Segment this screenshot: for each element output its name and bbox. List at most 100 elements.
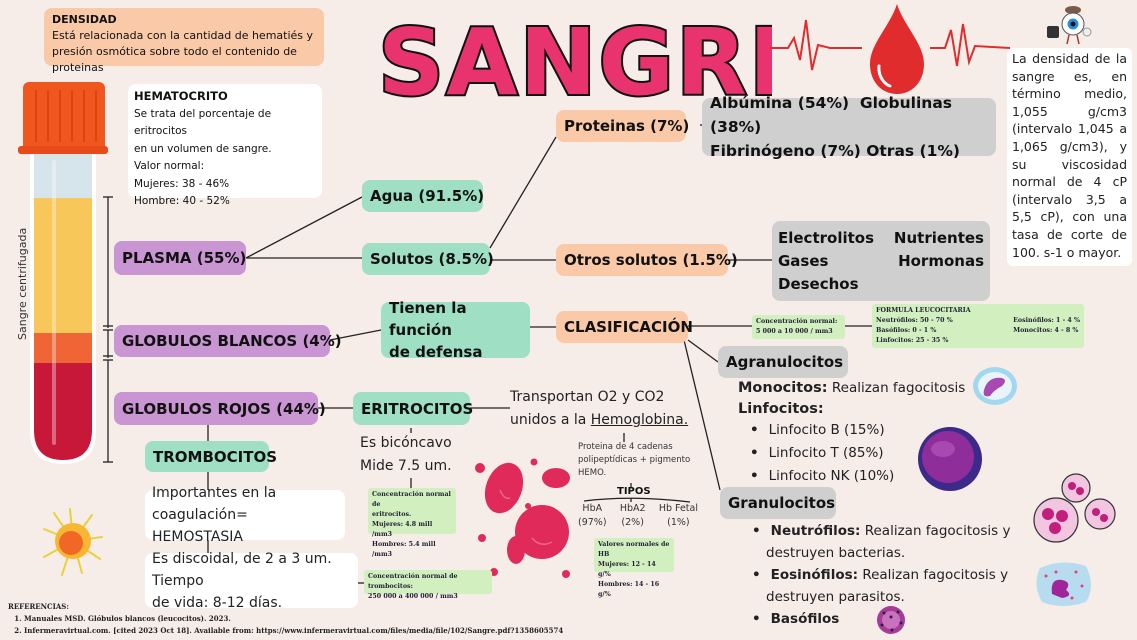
references: REFERENCIAS: Manuales MSD. Glóbulos blan… bbox=[8, 601, 563, 637]
albumin-item: Albúmina (54%) bbox=[710, 94, 850, 112]
hematocrit-line: Hombre: 40 - 52% bbox=[134, 195, 230, 207]
reference-item: Manuales MSD. Glóbulos blancos (leucocit… bbox=[24, 613, 563, 625]
node-other-solutes-label: Otros solutos (1.5%) bbox=[564, 251, 738, 269]
node-erythrocytes[interactable]: ERITROCITOS bbox=[353, 392, 473, 425]
node-solutes[interactable]: Solutos (8.5%) bbox=[362, 243, 494, 275]
lymphocyte-nk: Linfocito NK (10%) bbox=[750, 465, 978, 488]
hemostasis-text: HEMOSTASIA bbox=[152, 529, 243, 545]
hematocrit-line: en un volumen de sangre. bbox=[134, 142, 272, 155]
centrifuged-blood-tube-icon bbox=[18, 82, 108, 464]
lymphocyte-illustration-icon bbox=[918, 427, 982, 491]
leuko-conc-line-1: Concentración normal: bbox=[756, 318, 838, 325]
node-red-blood-cells[interactable]: GLOBULOS ROJOS (44%) bbox=[114, 392, 326, 425]
ery-conc-women: Mujeres: 4.8 mill /mm3 bbox=[372, 521, 433, 538]
proteins-detail-card: Albúmina (54%) Globulinas (38%) Fibrinóg… bbox=[702, 94, 996, 160]
node-defense-function[interactable]: Tienen la función de defensa bbox=[381, 299, 530, 361]
hb-values-heading: Valores normales de HB bbox=[598, 541, 670, 558]
coagulation-text: Importantes en la coagulación= bbox=[152, 485, 277, 523]
leuko-conc-line-2: 5 000 a 10 000 / mm3 bbox=[756, 328, 833, 335]
neutrophils-text-2: destruyen bacterias. bbox=[766, 545, 906, 561]
ery-conc-line: Concentración normal de bbox=[372, 491, 451, 508]
erythrocyte-shape-text: Es bicóncavo Mide 7.5 um. bbox=[360, 432, 452, 478]
monocytes-label: Monocitos: bbox=[738, 380, 828, 396]
transport-line-1: Transportan O2 y CO2 bbox=[510, 389, 665, 405]
node-thrombocytes-label: TROMBOCITOS bbox=[153, 447, 278, 466]
title-text: SANGRE bbox=[378, 9, 772, 114]
node-classification-label: CLASIFICACIÓN bbox=[564, 318, 693, 336]
node-proteins[interactable]: Proteinas (7%) bbox=[556, 110, 689, 142]
references-heading: REFERENCIAS: bbox=[8, 602, 69, 611]
formula-basophils: Basófilos: 0 - 1 % bbox=[876, 327, 937, 334]
protein-line-3: HEMO. bbox=[578, 468, 607, 478]
solute-hormones: Hormonas bbox=[898, 251, 984, 270]
fibrinogen-item: Fibrinógeno (7%) bbox=[710, 142, 861, 160]
formula-heading: FORMULA LEUCOCITARIA bbox=[876, 307, 971, 314]
formula-eosinophils: Eosinófilos: 1 - 4 % bbox=[1013, 317, 1080, 324]
protein-line-2: polipeptídicas + pigmento bbox=[578, 455, 691, 465]
solute-electrolytes: Electrolitos bbox=[778, 228, 875, 247]
lymphocytes-label: Linfocitos: bbox=[738, 401, 824, 417]
heartbeat-blood-drop-icon bbox=[770, 4, 1010, 94]
node-thrombocytes[interactable]: TROMBOCITOS bbox=[145, 441, 277, 472]
node-agranulocytes[interactable]: Agranulocitos bbox=[718, 346, 848, 378]
hb-type-name: HbA2 bbox=[619, 503, 646, 514]
biconcave-text: Es bicóncavo bbox=[360, 435, 452, 451]
hematocrit-heading: HEMATOCRITO bbox=[134, 89, 228, 103]
reference-item[interactable]: Infermeravirtual.com. [cited 2023 Oct 18… bbox=[24, 625, 563, 637]
erythrocyte-concentration-note: Concentración normal de eritrocitos. Muj… bbox=[368, 488, 456, 558]
hb-type-pct: (1%) bbox=[667, 517, 690, 528]
node-classification[interactable]: CLASIFICACIÓN bbox=[556, 311, 693, 343]
node-water[interactable]: Agua (91.5%) bbox=[362, 180, 484, 212]
granulocytes-list: Neutrófilos: Realizan fagocitosis y destr… bbox=[752, 520, 1012, 630]
density-card: DENSIDAD Está relacionada con la cantida… bbox=[44, 8, 324, 74]
hb-type-name: HbA bbox=[582, 503, 603, 514]
formula-monocytes: Monocitos: 4 - 8 % bbox=[1013, 327, 1079, 334]
node-other-solutes[interactable]: Otros solutos (1.5%) bbox=[556, 244, 738, 276]
thrombocyte-function-card: Importantes en la coagulación= HEMOSTASI… bbox=[145, 485, 345, 545]
eosinophils-text-2: destruyen parasitos. bbox=[766, 589, 905, 605]
defense-line-1: Tienen la función bbox=[389, 299, 467, 339]
red-blood-cells-illustration-icon bbox=[475, 458, 570, 578]
node-granulocytes-label: Granulocitos bbox=[728, 494, 836, 512]
node-plasma[interactable]: PLASMA (55%) bbox=[114, 241, 246, 275]
globulin-item: Globulinas (38%) bbox=[710, 94, 953, 136]
other-solutes-card: Electrolitos Nutrientes Gases Hormonas D… bbox=[772, 221, 990, 301]
hb-type-name: Hb Fetal bbox=[658, 503, 698, 514]
eosinophils-text: Realizan fagocitosis y bbox=[858, 567, 1009, 583]
discoidal-text: Es discoidal, de 2 a 3 um. Tiempo bbox=[152, 550, 332, 589]
neutrophils-text: Realizan fagocitosis y bbox=[860, 523, 1011, 539]
basophils-item: Basófilos bbox=[752, 608, 1012, 630]
node-granulocytes[interactable]: Granulocitos bbox=[720, 487, 836, 519]
erythrocyte-transport-text: Transportan O2 y CO2 unidos a la Hemoglo… bbox=[510, 386, 688, 432]
density-text: Está relacionada con la cantidad de hema… bbox=[52, 29, 314, 74]
node-white-blood-cells-label: GLOBULOS BLANCOS (4%) bbox=[122, 332, 342, 350]
thrombo-conc-line-1: Concentración normal de trombocitos: bbox=[368, 573, 458, 590]
ery-conc-men: Hombres: 5.4 mill /mm3 bbox=[372, 541, 436, 558]
agranulocytes-list: Monocitos: Realizan fagocitosis Linfocit… bbox=[738, 378, 978, 488]
solute-gases: Gases bbox=[778, 251, 829, 270]
density-heading: DENSIDAD bbox=[52, 13, 117, 26]
monocytes-text: Realizan fagocitosis bbox=[827, 380, 966, 396]
tube-label: Sangre centrifugada bbox=[16, 227, 29, 340]
eosinophils-item: Eosinófilos: Realizan fagocitosis ydestr… bbox=[752, 564, 1012, 608]
neutrophils-illustration-icon bbox=[1033, 473, 1116, 543]
formula-lymphocytes: Linfocitos: 25 - 35 % bbox=[876, 337, 949, 344]
hb-type-pct: (97%) bbox=[578, 517, 607, 528]
neutrophils-label: Neutrófilos: bbox=[770, 523, 861, 539]
leukocyte-concentration-note: Concentración normal: 5 000 a 10 000 / m… bbox=[752, 315, 845, 339]
node-solutes-label: Solutos (8.5%) bbox=[370, 250, 494, 268]
hb-types-heading: TIPOS bbox=[617, 486, 651, 497]
hemoglobin-description: Proteina de 4 cadenas polipeptídicas + p… bbox=[578, 441, 690, 480]
node-proteins-label: Proteinas (7%) bbox=[564, 117, 690, 135]
other-proteins-item: Otras (1%) bbox=[866, 142, 961, 160]
hematocrit-card: HEMATOCRITO Se trata del porcentaje de e… bbox=[128, 84, 322, 207]
defense-line-2: de defensa bbox=[389, 343, 483, 361]
hb-type-hba: HbA (97%) bbox=[578, 502, 607, 530]
lymphocyte-b: Linfocito B (15%) bbox=[750, 419, 978, 442]
monocyte-illustration-icon bbox=[973, 367, 1017, 405]
hemoglobin-values-note: Valores normales de HB Mujeres: 12 - 14 … bbox=[594, 538, 674, 598]
node-white-blood-cells[interactable]: GLOBULOS BLANCOS (4%) bbox=[114, 325, 342, 357]
hemoglobin-link: Hemoglobina. bbox=[590, 412, 689, 428]
ery-conc-line: eritrocitos. bbox=[372, 511, 412, 518]
node-water-label: Agua (91.5%) bbox=[370, 187, 485, 205]
